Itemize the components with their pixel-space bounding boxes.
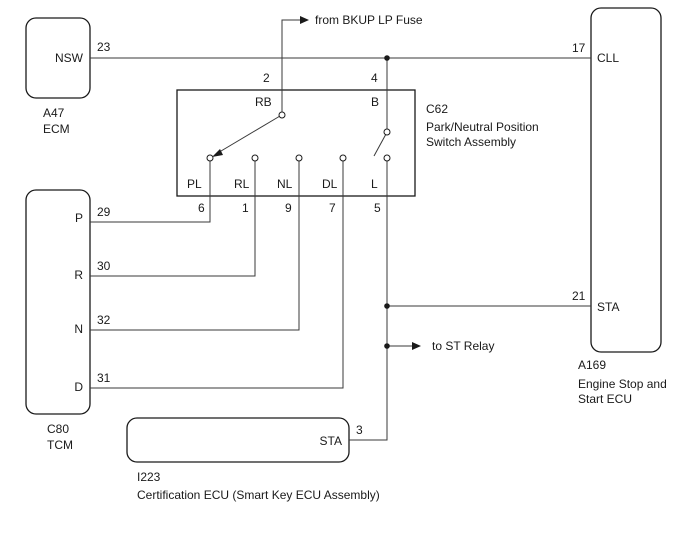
cert-ecu-name: Certification ECU (Smart Key ECU Assembl…: [137, 488, 380, 502]
tcm-box: [25, 189, 91, 415]
engine-ecu-pin-label: STA: [597, 300, 619, 314]
ecm-name: ECM: [43, 122, 70, 136]
tcm-code: C80: [47, 422, 69, 436]
switch-box: [176, 89, 416, 197]
switch-pin-label: NL: [277, 177, 293, 191]
switch-name: Switch Assembly: [426, 135, 516, 149]
tcm-pin-label: N: [74, 322, 83, 336]
engine-ecu-pin-number: 17: [572, 41, 586, 55]
tcm-name: TCM: [47, 438, 73, 452]
switch-pin-number: 7: [329, 201, 336, 215]
tcm-pin-label: D: [74, 380, 83, 394]
b-contact: [383, 128, 391, 136]
tcm-pin-number: 30: [97, 259, 111, 273]
engine-ecu-code: A169: [578, 358, 606, 372]
switch-pin-label: PL: [187, 177, 202, 191]
cert-ecu-pin-number: 3: [356, 423, 363, 437]
switch-name: Park/Neutral Position: [426, 120, 539, 134]
cert-ecu-box: [126, 417, 350, 463]
wire-rb-fuse: [281, 19, 300, 112]
junction-dot: [384, 343, 390, 349]
wire-dl-d: [90, 158, 344, 389]
ecm-pin-number: 23: [97, 40, 111, 54]
engine-ecu-pin-number: 21: [572, 289, 586, 303]
to-relay-label: to ST Relay: [432, 339, 494, 353]
junction-dot: [384, 303, 390, 309]
wire-rl-r: [90, 158, 256, 277]
tcm-pin-number: 32: [97, 313, 111, 327]
switch-pin-label: RL: [234, 177, 250, 191]
switch-pin-number: 5: [374, 201, 381, 215]
wire-pl-p: [90, 158, 211, 223]
switch-pin-number: 4: [371, 71, 378, 85]
switch-pin-label: L: [371, 177, 378, 191]
engine-ecu-box: [590, 7, 662, 353]
switch-pin-number: 1: [242, 201, 249, 215]
rb-switch-blade: [215, 115, 281, 155]
to-relay-arrow-icon: [412, 342, 421, 350]
pl-contact: [206, 154, 214, 162]
wire-l-sta: [349, 158, 388, 441]
switch-pin-number: 6: [198, 201, 205, 215]
tcm-pin-number: 31: [97, 371, 111, 385]
cert-ecu-pin-label: STA: [320, 434, 342, 448]
junction-dot: [384, 55, 390, 61]
engine-ecu-name: Engine Stop and: [578, 377, 667, 391]
switch-pin-number: 9: [285, 201, 292, 215]
switch-code: C62: [426, 102, 448, 116]
wire-nl-n: [90, 158, 300, 331]
from-fuse-label: from BKUP LP Fuse: [315, 13, 423, 27]
switch-pin-label: RB: [255, 95, 272, 109]
ecm-code: A47: [43, 106, 65, 120]
dl-contact: [339, 154, 347, 162]
switch-pin-label: DL: [322, 177, 338, 191]
ecm-pin-label: NSW: [55, 51, 84, 65]
l-contact: [383, 154, 391, 162]
tcm-pin-number: 29: [97, 205, 111, 219]
tcm-pin-label: P: [75, 211, 83, 225]
rb-contact: [278, 111, 286, 119]
switch-pin-number: 2: [263, 71, 270, 85]
engine-ecu-pin-label: CLL: [597, 51, 619, 65]
engine-ecu-name: Start ECU: [578, 392, 632, 406]
rl-contact: [251, 154, 259, 162]
switch-pin-label: B: [371, 95, 379, 109]
tcm-pin-label: R: [74, 268, 83, 282]
b-switch-blade: [373, 133, 387, 157]
cert-ecu-code: I223: [137, 470, 161, 484]
rb-switch-arrow-icon: [212, 149, 223, 157]
from-fuse-arrow-icon: [300, 16, 309, 24]
nl-contact: [295, 154, 303, 162]
